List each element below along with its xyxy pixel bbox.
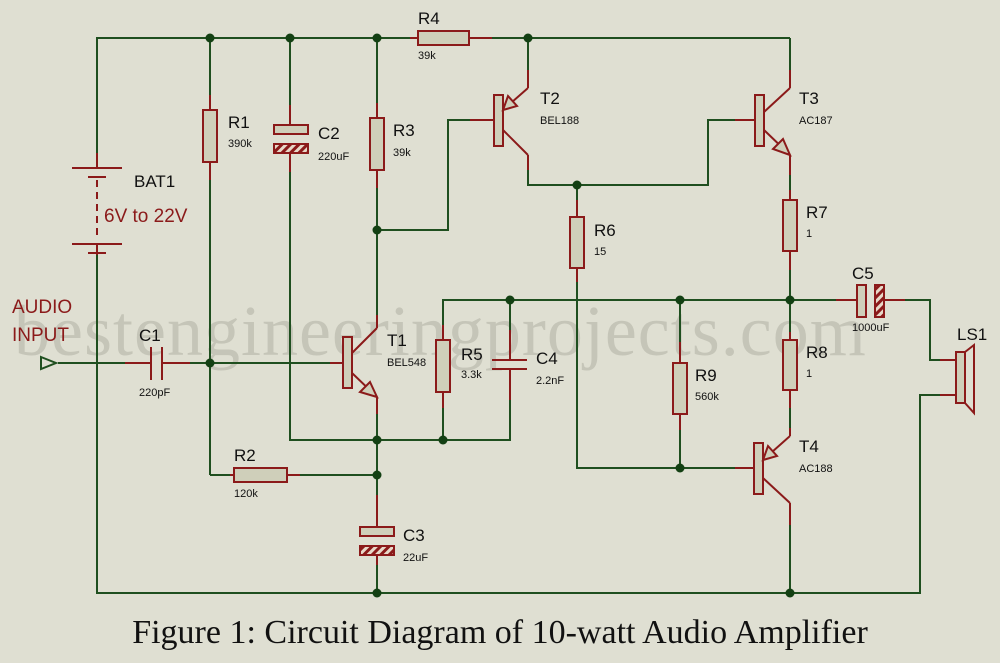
r1-value: 390k — [228, 138, 252, 150]
transistor-t1: T1 BEL548 — [330, 315, 426, 414]
capacitor-c3: C3 22uF — [359, 495, 428, 565]
t4-value: AC188 — [799, 463, 833, 475]
ls1-ref: LS1 — [957, 325, 987, 344]
wires — [58, 37, 940, 594]
capacitor-c1: C1 220pF — [125, 326, 190, 399]
t1-value: BEL548 — [387, 357, 426, 369]
figure-caption: Figure 1: Circuit Diagram of 10-watt Aud… — [132, 614, 868, 651]
capacitor-c4: C4 2.2nF — [492, 330, 564, 440]
resistor-r1: R1 390k — [202, 95, 252, 180]
r8-ref: R8 — [806, 343, 828, 362]
capacitor-c5: C5 1000uF — [836, 264, 905, 334]
junctions — [205, 33, 795, 598]
r4-ref: R4 — [418, 9, 440, 28]
t1-ref: T1 — [387, 331, 407, 350]
capacitor-c2: C2 220uF — [273, 105, 349, 172]
c2-value: 220uF — [318, 151, 349, 163]
bat1-ref: BAT1 — [134, 172, 175, 191]
r1-ref: R1 — [228, 113, 250, 132]
audio-input-label-1: AUDIO — [12, 297, 72, 318]
t2-value: BEL188 — [540, 115, 579, 127]
c3-ref: C3 — [403, 526, 425, 545]
r5-value: 3.3k — [461, 369, 482, 381]
transistor-t3: T3 AC187 — [735, 70, 833, 175]
transistor-t4: T4 AC188 — [735, 428, 833, 525]
r3-value: 39k — [393, 147, 411, 159]
speaker-ls1: LS1 — [940, 325, 987, 416]
c4-value: 2.2nF — [536, 375, 564, 387]
c1-value: 220pF — [139, 387, 170, 399]
c3-value: 22uF — [403, 552, 428, 564]
battery-bat1: BAT1 6V to 22V — [72, 153, 188, 255]
input-terminal-icon — [40, 355, 59, 371]
r8-value: 1 — [806, 368, 812, 380]
t3-value: AC187 — [799, 115, 833, 127]
r3-ref: R3 — [393, 121, 415, 140]
resistor-r3: R3 39k — [369, 103, 415, 188]
c4-ref: C4 — [536, 349, 558, 368]
r9-ref: R9 — [695, 366, 717, 385]
r2-value: 120k — [234, 488, 258, 500]
audio-input: AUDIO INPUT — [12, 297, 72, 371]
r7-value: 1 — [806, 228, 812, 240]
t2-ref: T2 — [540, 89, 560, 108]
resistor-r7: R7 1 — [782, 190, 828, 270]
transistor-t2: T2 BEL188 — [470, 70, 579, 170]
c1-ref: C1 — [139, 326, 161, 345]
c2-ref: C2 — [318, 124, 340, 143]
r9-value: 560k — [695, 391, 719, 403]
c5-value: 1000uF — [852, 322, 890, 334]
t4-ref: T4 — [799, 437, 819, 456]
bat1-value: 6V to 22V — [104, 206, 188, 227]
r4-value: 39k — [418, 50, 436, 62]
resistor-r8: R8 1 — [782, 332, 828, 408]
r2-ref: R2 — [234, 446, 256, 465]
c5-ref: C5 — [852, 264, 874, 283]
r7-ref: R7 — [806, 203, 828, 222]
resistor-r4: R4 39k — [410, 9, 492, 62]
r6-value: 15 — [594, 246, 606, 258]
r5-ref: R5 — [461, 345, 483, 364]
resistor-r2: R2 120k — [230, 446, 300, 500]
resistor-r9: R9 560k — [672, 342, 719, 430]
resistor-r6: R6 15 — [569, 200, 616, 282]
audio-input-label-2: INPUT — [12, 325, 69, 346]
r6-ref: R6 — [594, 221, 616, 240]
t3-ref: T3 — [799, 89, 819, 108]
resistor-r5: R5 3.3k — [435, 325, 483, 408]
